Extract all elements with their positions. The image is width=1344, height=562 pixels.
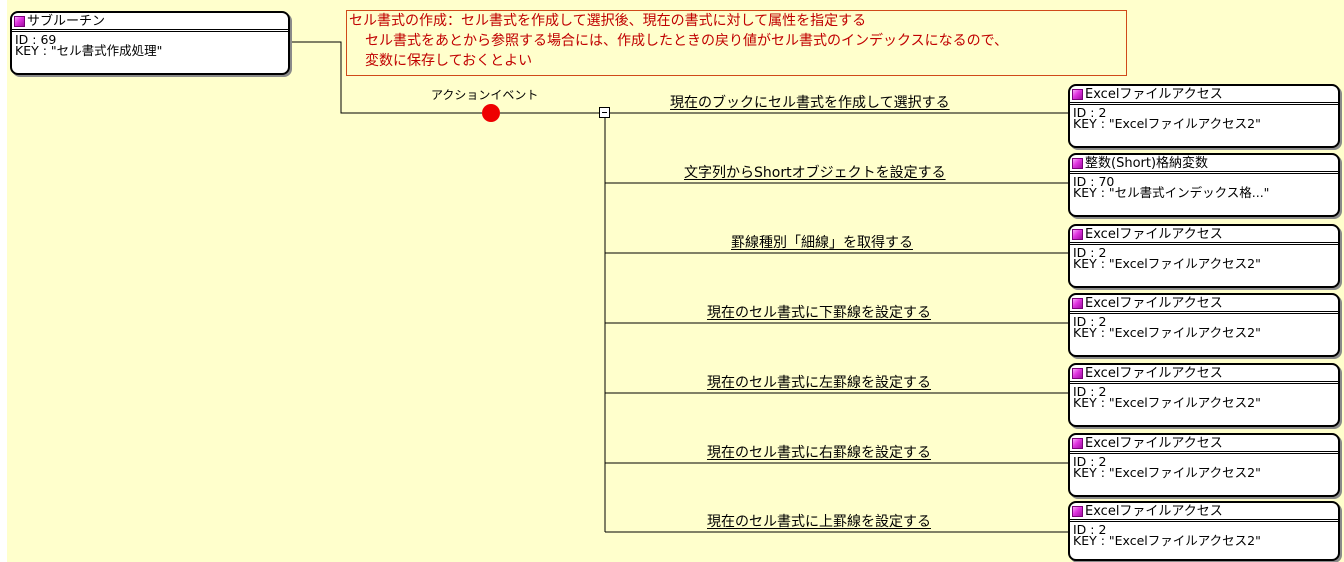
target-id: ID : 2 [1073, 384, 1107, 399]
comment-line-2: セル書式をあとから参照する場合には、作成したときの戻り値がセル書式のインデックス… [365, 33, 1009, 49]
comment-line-3: 変数に保存しておくとよい [365, 53, 533, 69]
subroutine-wire [290, 41, 482, 114]
component-cube-icon [1072, 297, 1083, 309]
target-key: KEY : "Excelファイルアクセス2" [1073, 395, 1261, 410]
target-id: ID : 2 [1073, 454, 1107, 469]
target-title: Excelファイルアクセス [1085, 86, 1223, 102]
collapse-toggle-icon[interactable] [599, 107, 610, 118]
component-cube-icon [1072, 505, 1083, 517]
target-title: Excelファイルアクセス [1085, 226, 1223, 242]
target-title: 整数(Short)格納変数 [1085, 155, 1209, 171]
subroutine-node[interactable]: サブルーチン ID : 69 KEY : "セル書式作成処理" [10, 11, 290, 75]
target-key: KEY : "Excelファイルアクセス2" [1073, 325, 1261, 340]
component-cube-icon [1072, 437, 1083, 449]
target-id: ID : 2 [1073, 522, 1107, 537]
action-label[interactable]: 現在のセル書式に下罫線を設定する [707, 305, 931, 321]
subroutine-title: サブルーチン [27, 13, 106, 29]
target-key: KEY : "Excelファイルアクセス2" [1073, 533, 1261, 548]
target-id: ID : 2 [1073, 105, 1107, 120]
subroutine-id: ID : 69 [15, 32, 57, 47]
action-label[interactable]: 現在のセル書式に左罫線を設定する [707, 375, 931, 391]
action-event-dot[interactable] [482, 104, 500, 122]
target-id: ID : 2 [1073, 314, 1107, 329]
target-id: ID : 70 [1073, 174, 1115, 189]
target-key: KEY : "Excelファイルアクセス2" [1073, 116, 1261, 131]
target-title: Excelファイルアクセス [1085, 435, 1223, 451]
component-cube-icon [1072, 157, 1083, 169]
action-label[interactable]: 現在のセル書式に右罫線を設定する [707, 445, 931, 461]
action-event-label: アクションイベント [431, 88, 539, 102]
target-title: Excelファイルアクセス [1085, 295, 1223, 311]
action-label[interactable]: 文字列からShortオブジェクトを設定する [684, 165, 946, 181]
comment-line-1: セル書式の作成：セル書式を作成して選択後、現在の書式に対して属性を指定する [349, 13, 867, 29]
component-cube-icon [14, 15, 25, 27]
component-cube-icon [1072, 367, 1083, 379]
target-title: Excelファイルアクセス [1085, 365, 1223, 381]
component-cube-icon [1072, 228, 1083, 240]
target-id: ID : 2 [1073, 245, 1107, 260]
target-key: KEY : "Excelファイルアクセス2" [1073, 465, 1261, 480]
action-label[interactable]: 現在のセル書式に上罫線を設定する [707, 514, 931, 530]
action-label[interactable]: 現在のブックにセル書式を作成して選択する [670, 95, 950, 111]
target-key: KEY : "Excelファイルアクセス2" [1073, 256, 1261, 271]
subroutine-header: サブルーチン [12, 13, 288, 32]
component-cube-icon [1072, 88, 1083, 100]
subroutine-key: KEY : "セル書式作成処理" [15, 43, 163, 58]
target-key: KEY : "セル書式インデックス格..." [1073, 185, 1270, 200]
target-title: Excelファイルアクセス [1085, 503, 1223, 519]
comment-box[interactable]: セル書式の作成：セル書式を作成して選択後、現在の書式に対して属性を指定する セル… [346, 10, 1127, 76]
action-label[interactable]: 罫線種別「細線」を取得する [731, 235, 913, 251]
